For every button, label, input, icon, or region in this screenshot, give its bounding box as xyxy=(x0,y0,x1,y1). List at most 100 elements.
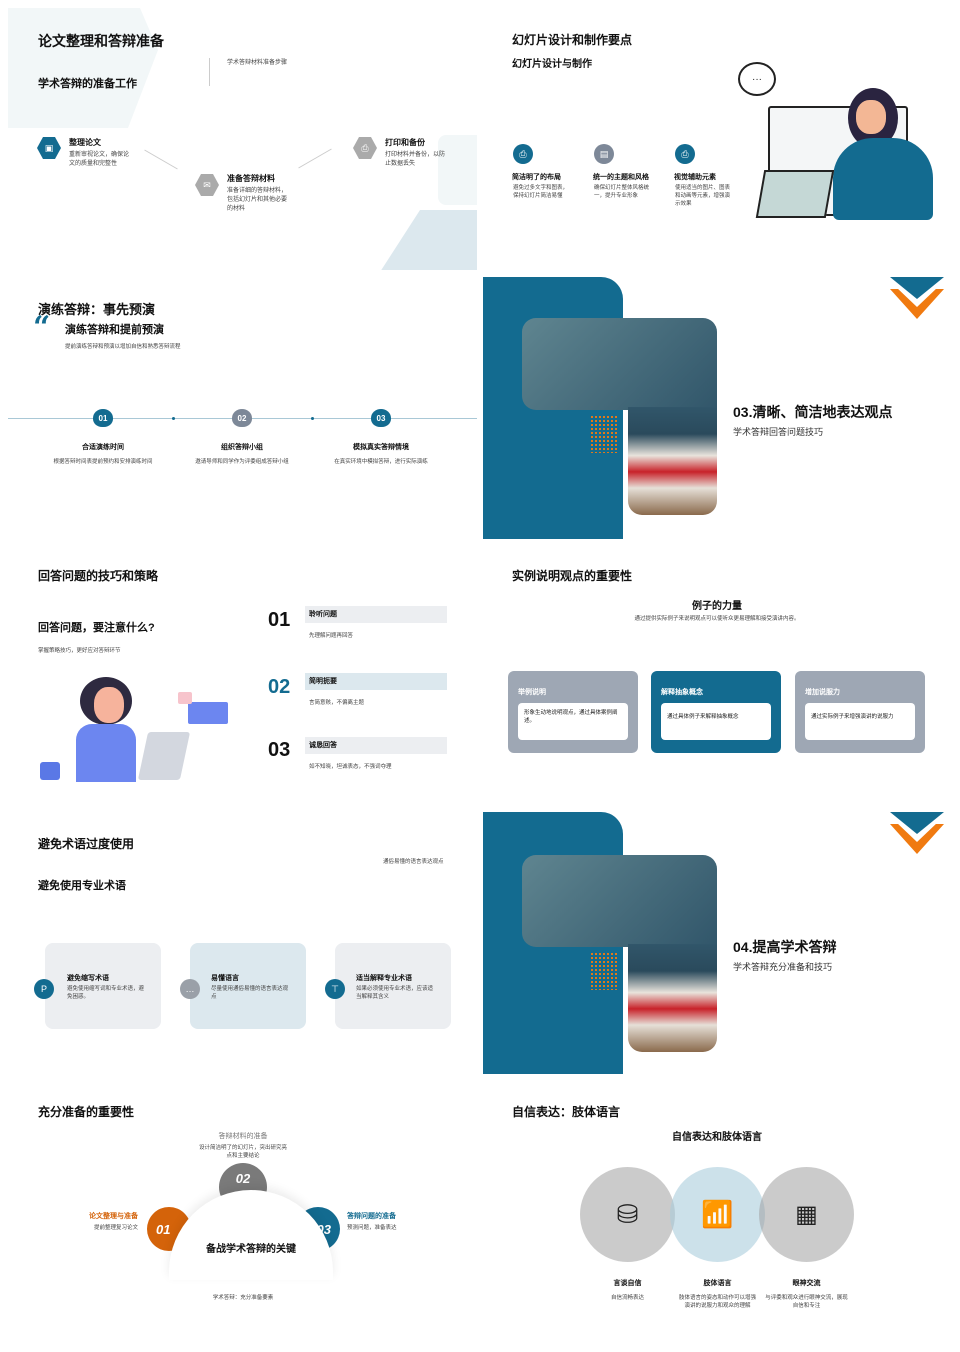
circle-eye: ▦ xyxy=(759,1167,854,1262)
step-title: 组织答辩小组 xyxy=(221,444,263,451)
step-marker: 03 xyxy=(371,409,391,427)
card-title: 举例说明 xyxy=(518,689,546,696)
bg-shape-bottom xyxy=(380,210,477,270)
speech-bubble: ··· xyxy=(738,62,776,96)
step-marker: 01 xyxy=(93,409,113,427)
section-heading: 例子的力量 xyxy=(692,601,742,612)
section-title: 04.提高学术答辩 xyxy=(733,939,837,955)
step-desc: 邀请导师和同学作为评委组成答辩小组 xyxy=(195,459,289,465)
slide-10[interactable]: 自信表达：肢体语言 自信表达和肢体语言 ⛁ 📶 ▦ 言谈自信自信流畅表达 肢体语… xyxy=(483,1080,945,1342)
step-title: 整理论文 xyxy=(69,138,101,147)
section-subtitle: 学术答辩回答问题技巧 xyxy=(733,427,824,437)
slide-subtitle: 学术答辩的准备工作 xyxy=(38,78,137,90)
slide-5[interactable]: 回答问题的技巧和策略 回答问题，要注意什么? 掌握策略技巧，更好应对答辩环节 0… xyxy=(8,544,477,806)
bg-hex-shape xyxy=(8,8,158,128)
step-desc: 在真实环境中模拟答辩，进行实际演练 xyxy=(334,459,428,465)
item-title-bar: 简明扼要 xyxy=(305,673,447,690)
clipboard-icon: ▤ xyxy=(594,144,614,164)
step-title: 打印和备份 xyxy=(385,138,425,147)
item-desc: 自信流畅表达 xyxy=(610,1295,644,1301)
note: 学术答辩材料准备步骤 xyxy=(227,60,288,66)
example-card: 解释抽象概念通过具体例子来解释抽象概念 xyxy=(651,671,781,753)
slide-4[interactable]: 03.清晰、简洁地表达观点 学术答辩回答问题技巧 xyxy=(483,277,945,539)
slide-9[interactable]: 充分准备的重要性 答辩材料的准备 设计简洁明了的幻灯片，突出研究亮点和主要结论 … xyxy=(8,1080,477,1342)
item-title: 言谈自信 xyxy=(613,1280,642,1287)
printer-icon: ⎙ xyxy=(513,144,533,164)
card-title: 增加说服力 xyxy=(805,689,840,696)
section-title: 03.清晰、简洁地表达观点 xyxy=(733,404,893,420)
step-desc: 准备详细的答辩材料，包括幻灯片和其他必要的材料 xyxy=(227,188,288,212)
item-desc: 确保幻灯片整体风格统一，提升专业形象 xyxy=(594,185,650,199)
item-title: 统一的主题和风格 xyxy=(593,174,649,181)
slide-title: 回答问题的技巧和策略 xyxy=(38,569,159,583)
image-icon: ▣ xyxy=(37,137,61,159)
note: 通俗易懂的语言表达观点 xyxy=(383,859,444,865)
circle-speech: ⛁ xyxy=(580,1167,675,1262)
item-title-bar: 聆听问题 xyxy=(305,606,447,623)
item-number: 03 xyxy=(268,739,291,761)
question-desc: 掌握策略技巧，更好应对答辩环节 xyxy=(38,648,121,654)
card-desc: 尽量使用通俗易懂的语言表达观点 xyxy=(211,986,289,1000)
slide-title: 幻灯片设计和制作要点 xyxy=(512,33,633,47)
step-marker: 02 xyxy=(232,409,252,427)
card-desc: 形象生动地说明观点，通过具体案例阐述。 xyxy=(518,703,628,740)
card-title: 避免缩写术语 xyxy=(67,975,109,982)
slide-subtitle: 避免使用专业术语 xyxy=(38,880,126,892)
term-card xyxy=(335,943,451,1029)
slide-3[interactable]: 演练答辩：事先预演 “ 演练答辩和提前预演 提前演练答辩和预演以增加自信和熟悉答… xyxy=(8,277,477,539)
slide-2[interactable]: 幻灯片设计和制作要点 幻灯片设计与制作 ⎙ 简洁明了的布局 避免过多文字和图表，… xyxy=(483,8,945,270)
item-desc: 预测问题，准备表达 xyxy=(347,1225,397,1231)
card-desc: 避免使用缩写词和专业术语，避免困惑。 xyxy=(67,986,145,1000)
coins-icon: ⛁ xyxy=(616,1199,639,1229)
card-desc: 通过实际例子来增强演讲的说服力 xyxy=(805,703,915,740)
slide-8[interactable]: 04.提高学术答辩 学术答辩充分准备和技巧 xyxy=(483,812,945,1074)
example-card: 举例说明形象生动地说明观点，通过具体案例阐述。 xyxy=(508,671,638,753)
card-desc: 通过具体例子来解释抽象概念 xyxy=(661,703,771,740)
item-title: 眼神交流 xyxy=(792,1280,821,1287)
item-desc: 先理解问题再回答 xyxy=(309,633,354,639)
step-desc: 重新审视论文，确保论文的质量和完整性 xyxy=(69,152,130,167)
center-semicircle xyxy=(169,1190,333,1280)
slide-title: 演练答辩：事先预演 xyxy=(38,302,156,317)
slide-title: 自信表达：肢体语言 xyxy=(512,1105,621,1119)
slide-subtitle: 演练答辩和提前预演 xyxy=(65,324,164,336)
woman-laptop-illustration xyxy=(38,672,238,782)
slide-title: 避免术语过度使用 xyxy=(38,837,135,851)
hierarchy-icon: ⊤ xyxy=(325,979,345,999)
graduation-photo-bottom xyxy=(628,407,717,515)
graduation-photo-bottom xyxy=(628,944,717,1052)
circle-body: 📶 xyxy=(670,1167,765,1262)
slide-7[interactable]: 避免术语过度使用 通俗易懂的语言表达观点 避免使用专业术语 P … ⊤ 避免缩写… xyxy=(8,812,477,1074)
dot-grid xyxy=(590,415,617,453)
calendar-check-icon: ▦ xyxy=(795,1201,818,1228)
item-desc: 避免过多文字和图表，保持幻灯片简洁易懂 xyxy=(513,185,569,199)
step-title: 模拟真实答辩情境 xyxy=(353,444,409,451)
slide-subtitle: 幻灯片设计与制作 xyxy=(512,59,592,70)
card-desc: 如果必须使用专业术语，应该适当解释其含义 xyxy=(356,986,434,1000)
item-desc: 言简意赅，不偏离主题 xyxy=(309,700,365,706)
printer-icon: ⎙ xyxy=(675,144,695,164)
item-desc: 设计简洁明了的幻灯片，突出研究亮点和主要结论 xyxy=(198,1145,287,1159)
card-title: 解释抽象概念 xyxy=(661,689,703,696)
slide-1[interactable]: 论文整理和答辩准备 学术答辩的准备工作 学术答辩材料准备步骤 ▣ 整理论文 重新… xyxy=(8,8,477,270)
slide-title: 充分准备的重要性 xyxy=(38,1105,135,1119)
item-title: 视觉辅助元素 xyxy=(674,174,716,181)
step-title: 准备答辩材料 xyxy=(227,174,275,183)
center-label: 备战学术答辩的关键 xyxy=(206,1244,296,1255)
step-title: 合适演练时间 xyxy=(82,444,124,451)
step-desc: 打印材料并备份，以防止数据丢失 xyxy=(385,152,446,167)
item-title: 论文整理与准备 xyxy=(89,1213,138,1220)
presenter-illustration: ··· xyxy=(738,58,938,228)
item-title: 答辩材料的准备 xyxy=(218,1133,268,1140)
item-title: 答辩问题的准备 xyxy=(347,1213,396,1220)
item-desc: 使用适当的图片、图表和动画等元素，增强演示效果 xyxy=(675,185,731,207)
slide-6[interactable]: 实例说明观点的重要性 例子的力量 通过提供实际例子来说明观点可以使听众更易理解和… xyxy=(483,544,945,806)
slide-title: 实例说明观点的重要性 xyxy=(512,569,633,583)
slide-title: 论文整理和答辩准备 xyxy=(38,33,164,49)
item-title-bar: 诚恳回答 xyxy=(305,737,447,754)
term-card xyxy=(190,943,306,1029)
arrow xyxy=(298,148,332,169)
dot-grid xyxy=(590,952,617,990)
mail-icon: ✉ xyxy=(195,174,219,196)
card-title: 易懂语言 xyxy=(211,975,239,982)
